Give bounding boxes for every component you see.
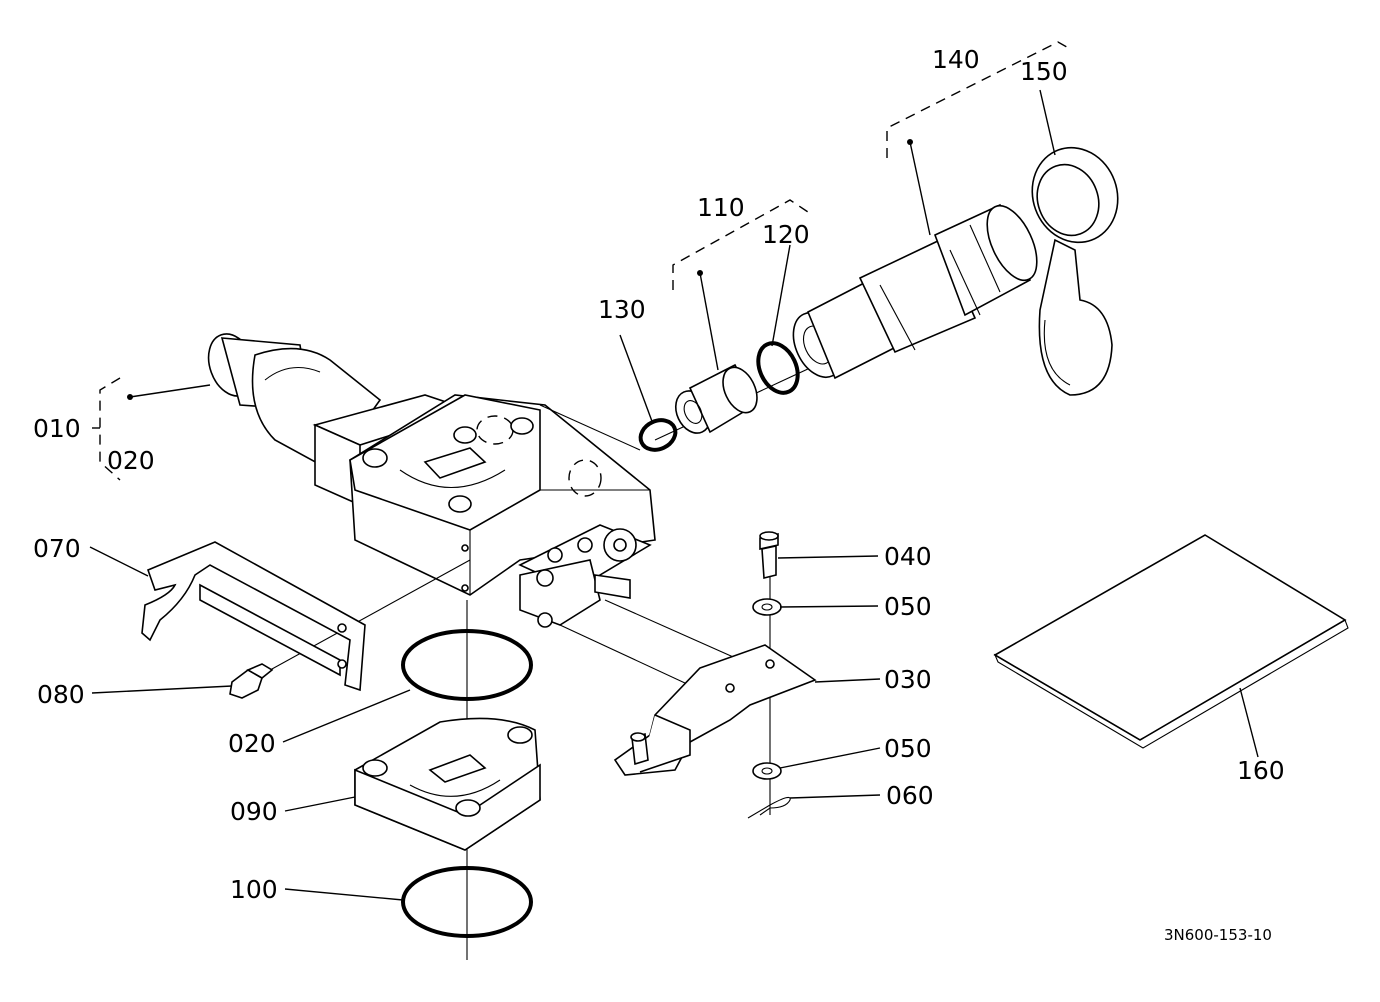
callout-120: 120 [762, 220, 810, 249]
callout-140: 140 [932, 45, 980, 74]
dust-cap-150 [1031, 146, 1119, 396]
o-ring-130 [638, 418, 678, 452]
quick-coupler-140 [792, 203, 1038, 380]
cover-plate-090 [354, 717, 541, 851]
washer-050-top [752, 598, 782, 616]
leader-lines [89, 89, 1259, 901]
callout-050-bottom: 050 [884, 734, 932, 763]
callout-050-top: 050 [884, 592, 932, 621]
callout-040: 040 [884, 542, 932, 571]
snap-pin-060 [747, 796, 791, 819]
callout-090: 090 [230, 797, 278, 826]
callout-020-top: 020 [107, 446, 155, 475]
callout-030: 030 [884, 665, 932, 694]
callout-060: 060 [886, 781, 934, 810]
bolt-080 [229, 663, 274, 699]
callout-010: 010 [33, 414, 81, 443]
bracket-070 [141, 541, 366, 692]
pin-040 [759, 531, 779, 580]
manual-160 [993, 534, 1349, 749]
callout-110: 110 [697, 193, 745, 222]
washer-050-bottom [752, 762, 782, 780]
callout-160: 160 [1237, 756, 1285, 785]
figure-code: 3N600-153-10 [1164, 926, 1272, 944]
lever-030 [613, 644, 817, 776]
callout-130: 130 [598, 295, 646, 324]
o-ring-100 [401, 866, 533, 938]
callout-labels: 010 020 070 080 020 090 100 130 110 120 … [33, 45, 1285, 944]
valve-body [207, 333, 656, 628]
callout-150: 150 [1020, 57, 1068, 86]
callout-020-bottom: 020 [228, 729, 276, 758]
group-brackets [92, 41, 1073, 481]
adaptor-110 [674, 363, 758, 434]
callout-100: 100 [230, 875, 278, 904]
callout-070: 070 [33, 534, 81, 563]
callout-080: 080 [37, 680, 85, 709]
o-ring-120 [756, 341, 800, 395]
o-ring-020 [401, 629, 533, 701]
